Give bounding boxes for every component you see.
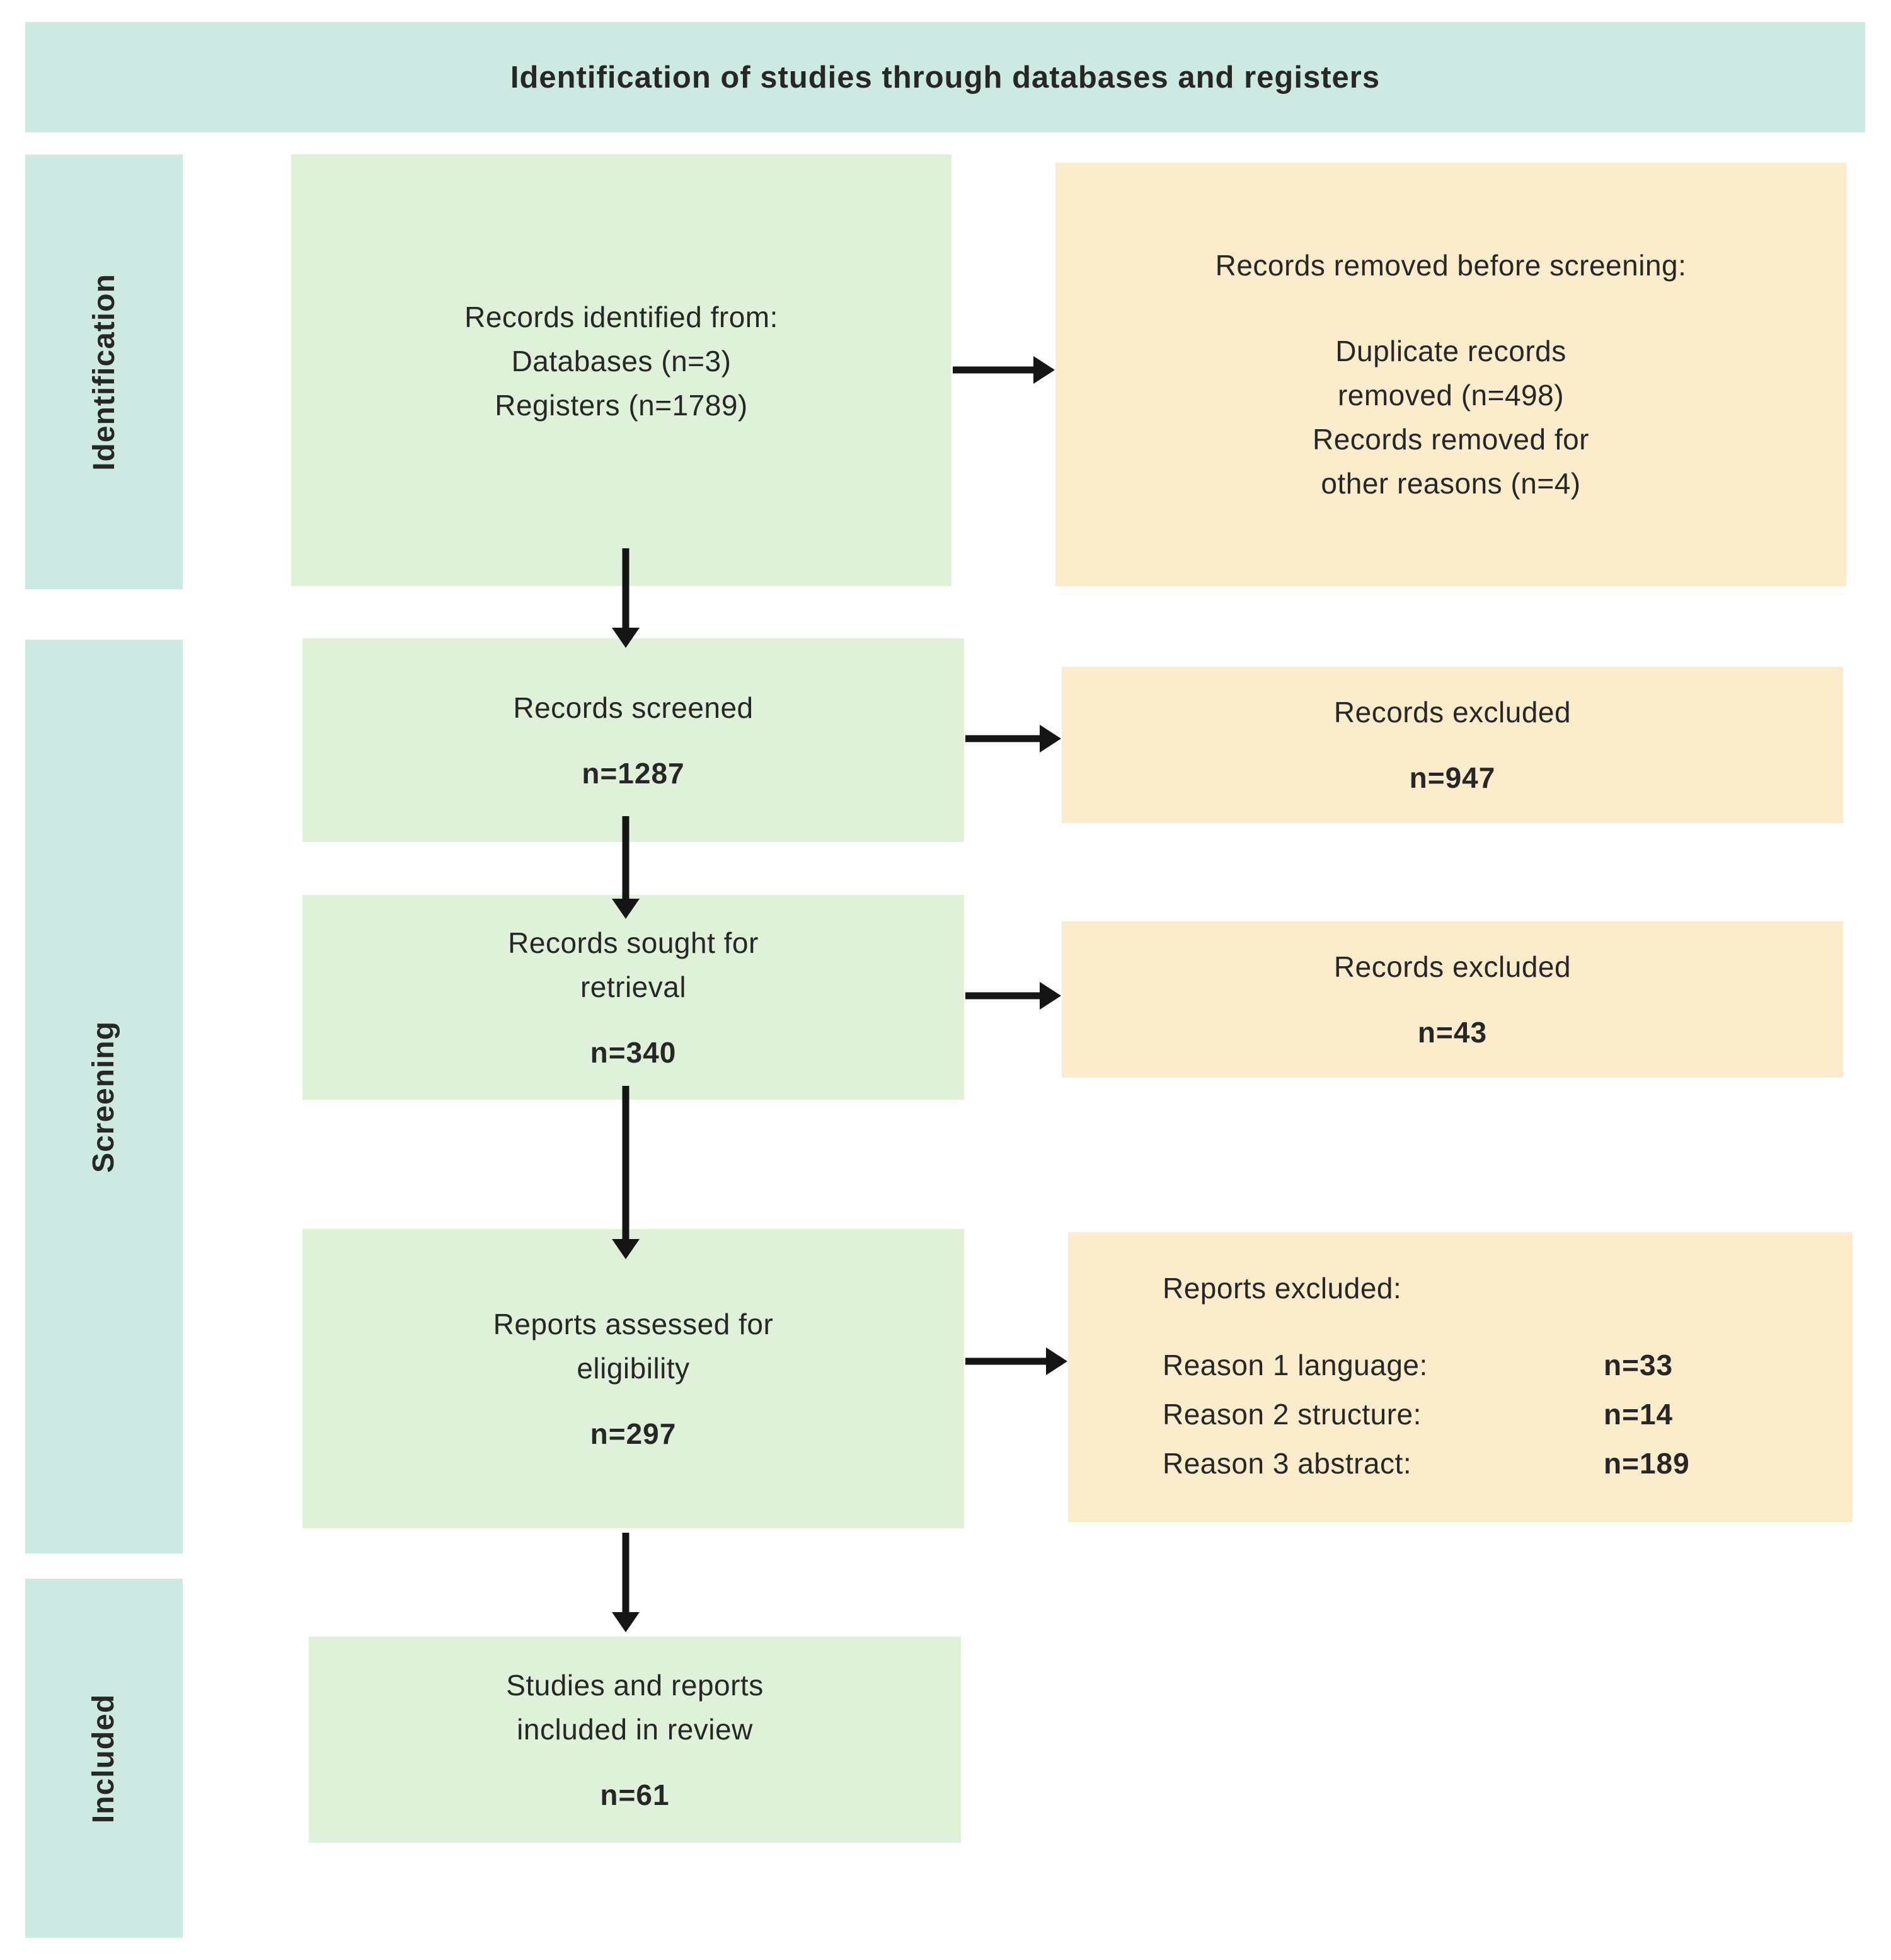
header-banner: Identification of studies through databa… [25,22,1865,132]
stage-band-screening: Screening [25,640,183,1554]
box-line: Records sought for [508,926,759,959]
diagram-title: Identification of studies through databa… [510,60,1381,95]
arrow-down-screened-to-sought [612,816,640,919]
box-line: Databases (n=3) [511,344,732,378]
reason-count: n=189 [1604,1447,1690,1480]
box-records-excluded-screening: Records excluded n=947 [1062,667,1843,823]
count-value: n=340 [590,1035,677,1069]
box-line: retrieval [580,970,687,1003]
arrow-down-assessed-to-included [612,1533,640,1632]
count-value: n=1287 [582,756,685,790]
exclusion-reason-row: Reason 3 abstract: n=189 [1163,1439,1690,1488]
box-studies-included: Studies and reports included in review n… [309,1637,961,1843]
box-line: Records excluded [1333,696,1572,729]
stage-band-included: Included [25,1579,183,1938]
box-records-sought: Records sought for retrieval n=340 [302,895,964,1100]
arrow-right-identified-to-removed [953,356,1055,384]
box-records-identified: Records identified from: Databases (n=3)… [291,154,951,586]
box-records-screened: Records screened n=1287 [302,638,964,842]
count-value: n=947 [1409,761,1496,794]
box-line: Registers (n=1789) [495,388,748,422]
box-line: Studies and reports [506,1668,764,1702]
exclusion-reason-row: Reason 2 structure: n=14 [1163,1390,1673,1439]
box-heading: Reports excluded: [1163,1272,1402,1305]
stage-label-screening: Screening [87,1020,121,1173]
reason-label: Reason 1 language: [1163,1349,1428,1381]
box-records-removed-before-screening: Records removed before screening: Duplic… [1055,163,1846,586]
box-line: other reasons (n=4) [1321,467,1581,500]
arrow-down-sought-to-assessed [612,1086,640,1259]
stage-label-included: Included [87,1693,121,1823]
reason-label: Reason 3 abstract: [1163,1447,1412,1480]
box-line: Records excluded [1333,950,1572,983]
reason-count: n=33 [1604,1349,1674,1381]
box-line: eligibility [577,1351,690,1385]
box-heading: Records removed before screening: [1215,249,1687,282]
box-reports-assessed: Reports assessed for eligibility n=297 [302,1229,964,1528]
arrow-down-identified-to-screened [612,548,640,648]
exclusion-reason-row: Reason 1 language: n=33 [1163,1340,1673,1390]
box-line: removed (n=498) [1337,379,1565,412]
box-line: Duplicate records [1335,335,1566,367]
box-reports-excluded: Reports excluded: Reason 1 language: n=3… [1068,1232,1853,1522]
box-line: Records identified from: [464,300,778,333]
box-line: Records screened [513,691,754,724]
count-value: n=43 [1417,1016,1488,1049]
arrow-right-sought-to-excluded [965,982,1061,1010]
count-value: n=61 [600,1778,670,1811]
box-records-excluded-retrieval: Records excluded n=43 [1062,921,1843,1078]
count-value: n=297 [590,1417,677,1450]
box-line: Records removed for [1313,423,1589,456]
reason-label: Reason 2 structure: [1163,1398,1422,1431]
arrow-right-screened-to-excluded [965,725,1061,752]
reason-count: n=14 [1604,1398,1674,1431]
box-line: included in review [517,1712,753,1746]
stage-band-identification: Identification [25,154,183,589]
stage-label-identification: Identification [87,273,121,471]
arrow-right-assessed-to-excluded [965,1347,1067,1375]
box-line: Reports assessed for [493,1307,774,1340]
